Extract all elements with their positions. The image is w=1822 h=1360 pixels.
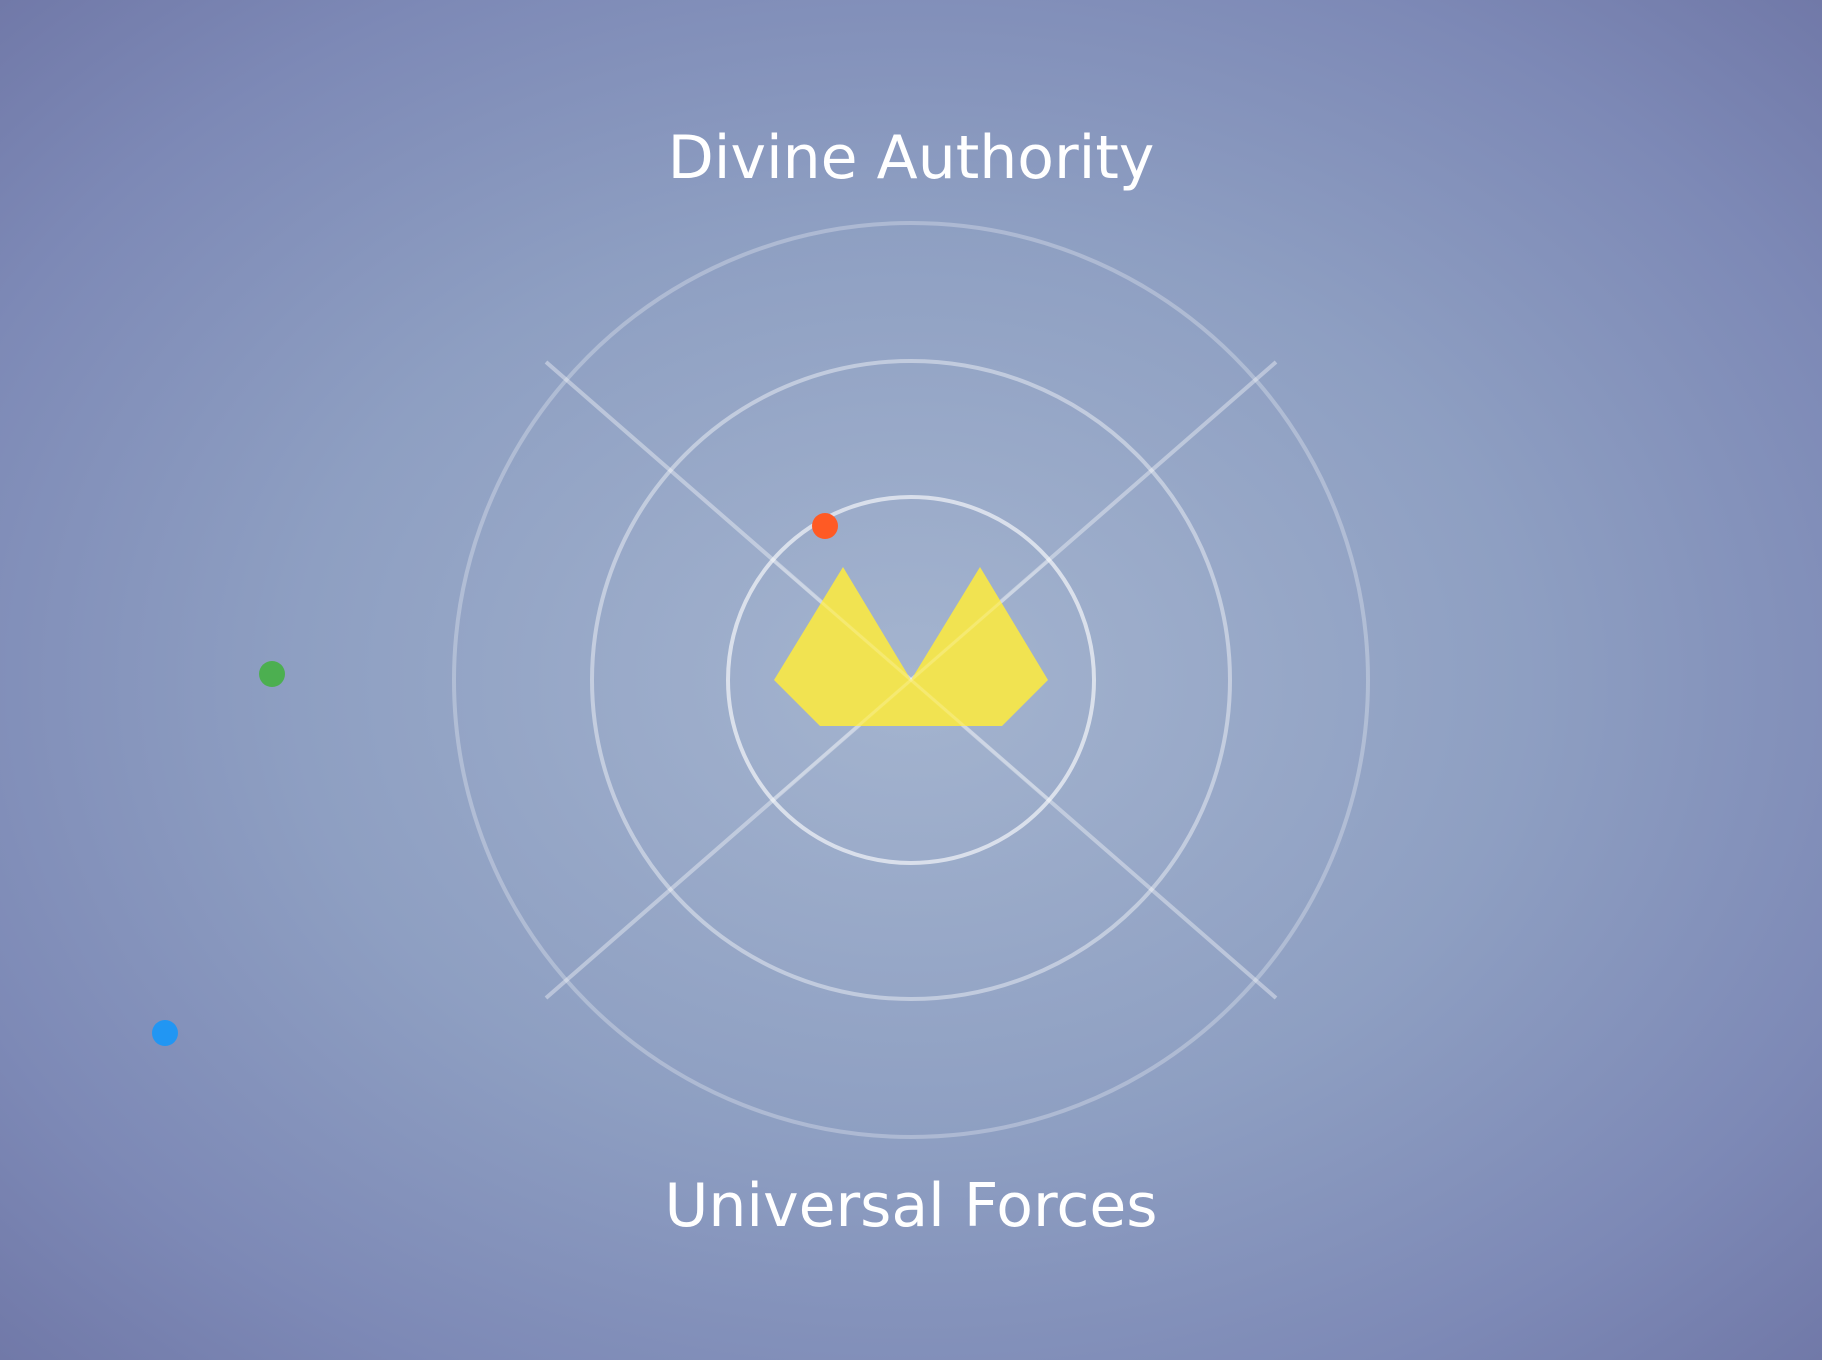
inner-ring [726, 495, 1096, 865]
bottom-label: Universal Forces [664, 1171, 1158, 1241]
orange-dot [812, 513, 838, 539]
green-dot [259, 661, 285, 687]
outer-ring [452, 221, 1370, 1139]
blue-dot [152, 1020, 178, 1046]
crown-icon [774, 567, 1048, 726]
middle-ring [590, 359, 1232, 1001]
top-label: Divine Authority [667, 123, 1155, 193]
diagonal-overlay-b [773, 559, 1049, 801]
diagonal-overlay-a [773, 559, 1049, 801]
